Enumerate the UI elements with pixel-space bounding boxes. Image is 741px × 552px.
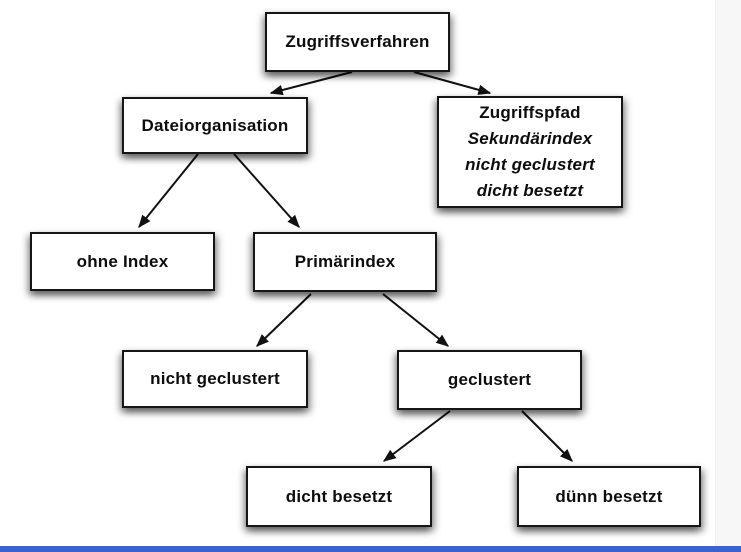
node-subline-dicht-besetzt: dicht besetzt [476, 181, 584, 200]
node-title: Zugriffspfad [479, 103, 581, 122]
edge-primaer-geclustert [382, 293, 450, 347]
node-label: geclustert [447, 370, 532, 389]
node-dicht-besetzt: dicht besetzt [246, 466, 432, 527]
edge-geclustert-duennbesetzt [521, 410, 573, 462]
node-label: dicht besetzt [285, 486, 393, 506]
page-right-edge-strip [715, 0, 741, 552]
node-nicht-geclustert: nicht geclustert [122, 350, 308, 408]
edge-dateiorg-ohneindex [138, 153, 199, 229]
edge-geclustert-dichtbesetzt [382, 410, 451, 462]
node-duenn-besetzt: dünn besetzt [517, 466, 701, 527]
edge-dateiorg-primaerindex [233, 153, 300, 228]
node-geclustert: geclustert [397, 350, 582, 410]
node-label: Primärindex [294, 252, 396, 271]
node-label: Dateiorganisation [141, 115, 289, 135]
node-zugriffsverfahren: Zugriffsverfahren [265, 12, 450, 72]
node-ohne-index: ohne Index [30, 232, 215, 291]
edge-root-zugriffspfad [413, 71, 492, 95]
node-primaerindex: Primärindex [253, 232, 437, 292]
slide-footer-bar [0, 546, 741, 552]
node-label: Zugriffsverfahren [285, 32, 430, 51]
node-label: dünn besetzt [555, 486, 663, 506]
node-label: ohne Index [76, 251, 169, 271]
node-label: nicht geclustert [150, 369, 280, 388]
node-subline-nicht-geclustert: nicht geclustert [465, 155, 595, 174]
node-zugriffspfad: Zugriffspfad Sekundärindex nicht geclust… [437, 96, 623, 208]
node-subline-sekundaerindex: Sekundärindex [467, 129, 593, 148]
edge-primaer-nichtgeclustert [256, 293, 312, 347]
edge-root-dateiorganisation [269, 71, 353, 96]
node-dateiorganisation: Dateiorganisation [122, 97, 308, 154]
